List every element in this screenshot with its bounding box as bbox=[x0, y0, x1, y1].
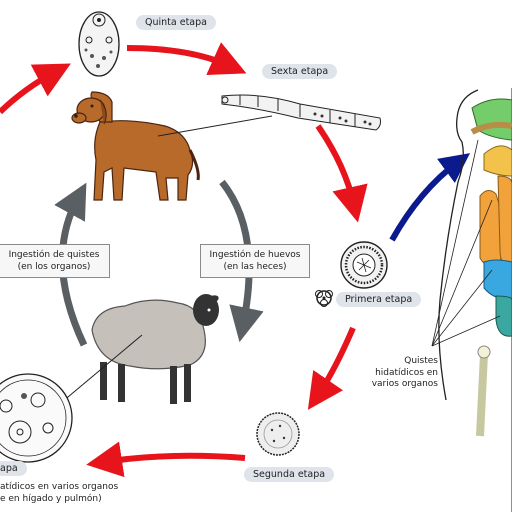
arrow-protoscolex-to-adult bbox=[126, 42, 247, 76]
human-anatomy-illustration bbox=[431, 88, 512, 512]
biohazard-icon bbox=[315, 290, 333, 307]
dog-illustration bbox=[71, 91, 200, 201]
arrow-to-human bbox=[389, 153, 471, 242]
stage-label-second: Segunda etapa bbox=[244, 467, 335, 482]
stage-label-sixth: Sexta etapa bbox=[262, 64, 338, 79]
ingestion-cysts-box: Ingestión de quistes (en los organos) bbox=[0, 244, 110, 279]
hydatid-cyst-illustration bbox=[0, 373, 73, 463]
ingestion-cysts-detail: (en los organos) bbox=[17, 262, 91, 273]
pointer-line-dog bbox=[157, 115, 273, 137]
oncosphere-illustration bbox=[256, 412, 300, 456]
hydatid-cysts-label: Quistes hidatídicos en varios organos bbox=[371, 356, 438, 390]
arrow-adult-to-egg bbox=[315, 124, 368, 223]
cycle-arrows bbox=[0, 42, 368, 478]
pointer-line-sheep bbox=[61, 334, 143, 403]
sheep-illustration bbox=[91, 294, 219, 404]
arrow-oncosphere-to-cyst bbox=[86, 441, 246, 478]
arrow-egg-to-oncosphere bbox=[307, 326, 356, 410]
egg-illustration bbox=[340, 241, 388, 289]
ingestion-eggs-detail: (en las heces) bbox=[223, 262, 287, 273]
stage-label-fifth: Quinta etapa bbox=[136, 15, 216, 30]
stage-label-third: apa bbox=[0, 461, 27, 476]
arrow-dog-to-sheep bbox=[219, 179, 264, 343]
arrow-cyst-to-protoscolex bbox=[0, 63, 71, 115]
ingestion-eggs-title: Ingestión de huevos bbox=[209, 250, 301, 260]
protoscolex-illustration bbox=[78, 11, 120, 77]
tapeworm-illustration bbox=[221, 94, 381, 131]
ingestion-cysts-title: Ingestión de quistes bbox=[8, 250, 100, 260]
stage-label-first: Primera etapa bbox=[336, 292, 422, 307]
ingestion-eggs-box: Ingestión de huevos (en las heces) bbox=[200, 244, 310, 279]
cyst-location-note: atídicos en varios organos e en hígado y… bbox=[0, 482, 119, 504]
